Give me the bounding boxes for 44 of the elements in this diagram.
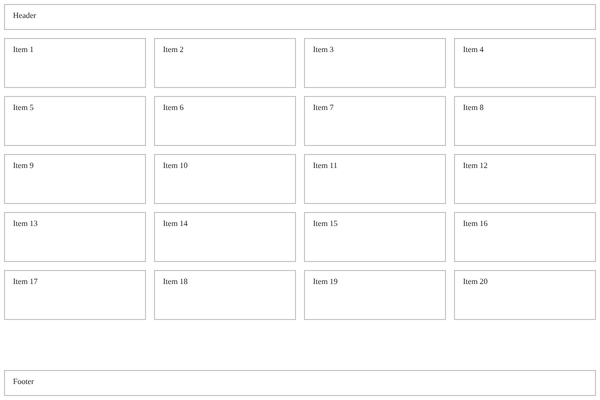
item-card — [154, 212, 296, 262]
item-label: Item 14 — [163, 219, 188, 229]
item-card — [4, 270, 146, 320]
item-card — [4, 154, 146, 204]
item-card — [454, 270, 596, 320]
item-label: Item 5 — [13, 103, 34, 113]
item-card — [304, 212, 446, 262]
item-card — [154, 96, 296, 146]
header-label: Header — [13, 11, 36, 21]
item-label: Item 3 — [313, 45, 334, 55]
item-card — [304, 154, 446, 204]
item-label: Item 9 — [13, 161, 34, 171]
item-card — [154, 38, 296, 88]
item-label: Item 4 — [463, 45, 484, 55]
item-card — [454, 154, 596, 204]
item-card — [304, 270, 446, 320]
item-label: Item 12 — [463, 161, 488, 171]
item-card — [454, 38, 596, 88]
item-card — [304, 38, 446, 88]
footer-panel — [4, 370, 596, 396]
item-card — [454, 212, 596, 262]
item-label: Item 2 — [163, 45, 184, 55]
item-card — [4, 96, 146, 146]
item-label: Item 19 — [313, 277, 338, 287]
item-card — [4, 212, 146, 262]
item-label: Item 7 — [313, 103, 334, 113]
item-card — [154, 270, 296, 320]
item-label: Item 10 — [163, 161, 188, 171]
header-panel — [4, 4, 596, 30]
item-card — [454, 96, 596, 146]
item-card — [154, 154, 296, 204]
item-label: Item 6 — [163, 103, 184, 113]
item-label: Item 20 — [463, 277, 488, 287]
footer-label: Footer — [13, 377, 34, 387]
item-label: Item 17 — [13, 277, 38, 287]
item-card — [4, 38, 146, 88]
item-card — [304, 96, 446, 146]
item-label: Item 16 — [463, 219, 488, 229]
item-label: Item 8 — [463, 103, 484, 113]
item-label: Item 1 — [13, 45, 34, 55]
item-label: Item 13 — [13, 219, 38, 229]
item-label: Item 15 — [313, 219, 338, 229]
item-label: Item 18 — [163, 277, 188, 287]
item-label: Item 11 — [313, 161, 338, 171]
